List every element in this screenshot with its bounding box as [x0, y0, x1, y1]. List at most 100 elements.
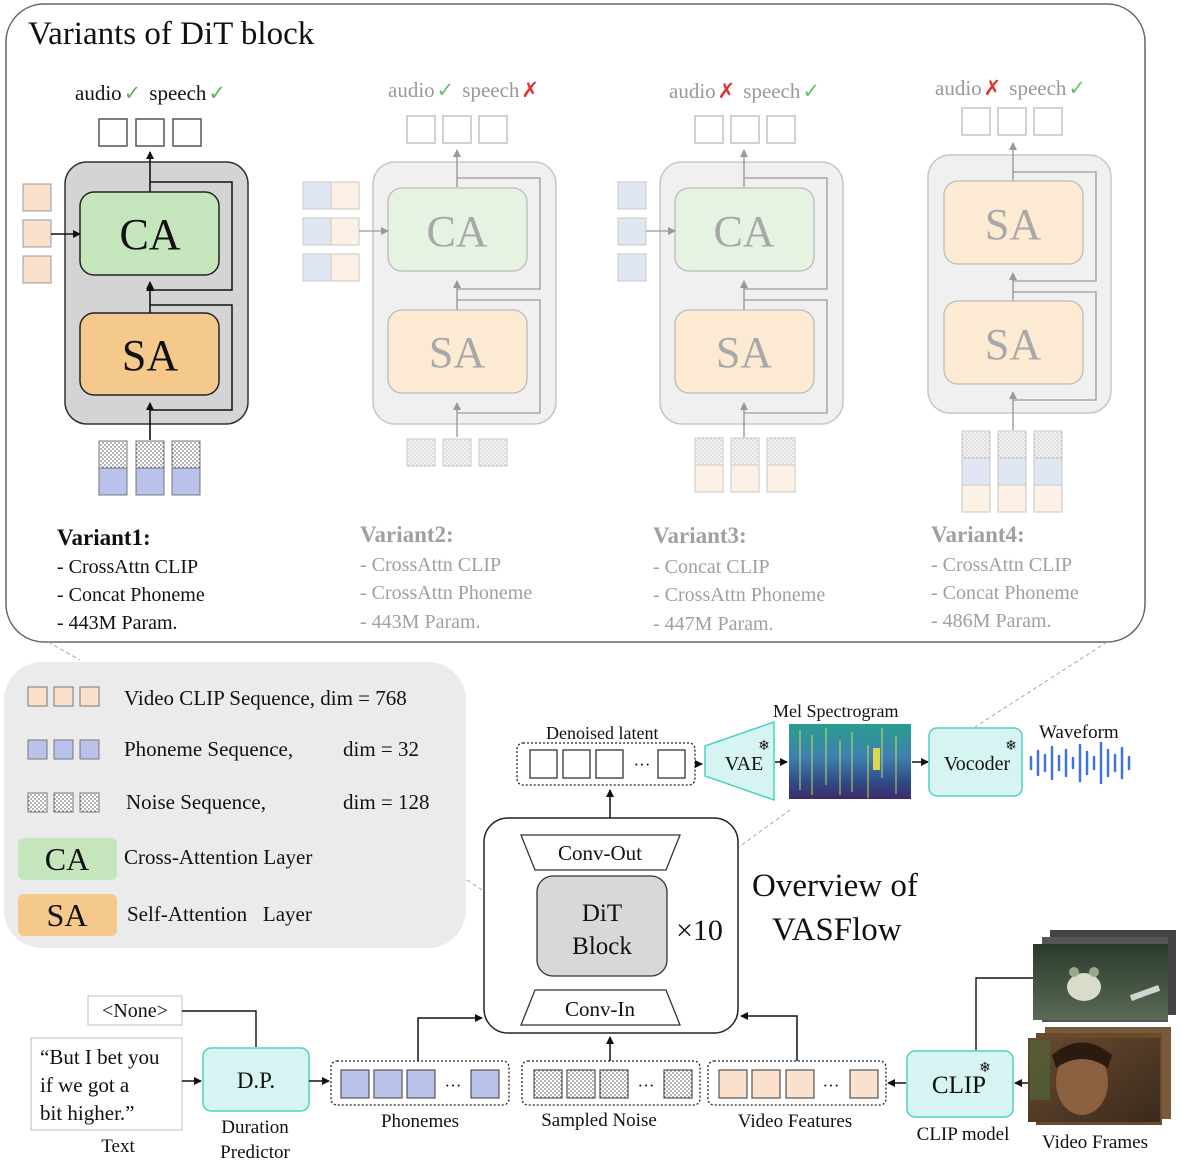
svg-text:D.P.: D.P. — [237, 1068, 275, 1093]
clip-encoder: CLIP ❄ — [906, 1050, 1014, 1118]
none-token — [87, 995, 183, 1026]
dit-repeat-label: ×10 — [676, 914, 723, 947]
clip-frozen-icon: ❄ — [979, 1061, 991, 1076]
legend-sa-tag — [18, 894, 117, 936]
conv-in — [520, 989, 681, 1026]
variant-1: audio✓speech✓ CA SA Variant1: - CrossAtt… — [22, 81, 249, 634]
video-features-label: Video Features — [738, 1111, 852, 1132]
legend-ca-label: Cross-Attention Layer — [124, 845, 312, 869]
variant-4-output-labels: audio✗speech✓ — [935, 76, 1086, 100]
variant-1-output-labels: audio✓speech✓ — [75, 81, 226, 105]
clip-caption: CLIP model — [917, 1124, 1010, 1145]
variant-2: audio✓speech✗ CA SA Variant2: - CrossAtt… — [302, 78, 557, 633]
svg-text:- CrossAttn CLIP: - CrossAttn CLIP — [57, 556, 198, 578]
svg-text:···: ··· — [638, 1076, 655, 1095]
dp-caption-2: Predictor — [220, 1142, 290, 1161]
svg-text:SA: SA — [429, 328, 485, 377]
phoneme-tokens: ··· — [330, 1060, 510, 1106]
vae-decoder: VAE ❄ — [704, 720, 775, 802]
svg-text:CA: CA — [45, 841, 89, 877]
svg-text:CA: CA — [119, 210, 180, 259]
video-frames-image — [1028, 930, 1176, 1125]
mel-spectrogram-image — [789, 724, 911, 799]
variant-3: audio✗speech✓ CA SA Variant3: - Concat C… — [617, 79, 844, 635]
legend-noise-label: Noise Sequence, — [126, 790, 266, 814]
svg-text:Conv-In: Conv-In — [565, 997, 635, 1021]
overview-title-1: Overview of — [752, 868, 918, 904]
svg-text:DiT: DiT — [582, 900, 622, 927]
variant-2-name: Variant2: — [360, 522, 454, 547]
variants-title: Variants of DiT block — [28, 16, 315, 52]
dit-block — [536, 875, 668, 977]
svg-text:- CrossAttn CLIP: - CrossAttn CLIP — [360, 554, 501, 576]
legend-panel: Video CLIP Sequence, dim = 768 Phoneme S… — [4, 662, 466, 948]
svg-text:- CrossAttn Phoneme: - CrossAttn Phoneme — [653, 584, 825, 606]
variant-1-output-tokens — [98, 118, 202, 147]
svg-text:- 443M Param.: - 443M Param. — [57, 612, 178, 634]
variant-2-output-labels: audio✓speech✗ — [388, 78, 539, 102]
legend-phoneme-dim: dim = 32 — [343, 737, 419, 761]
svg-text:CLIP: CLIP — [932, 1072, 986, 1099]
svg-text:“But I bet you: “But I bet you — [40, 1045, 160, 1069]
legend-sa-label: Self-Attention Layer — [127, 902, 312, 926]
overview-title-2: VASFlow — [772, 912, 902, 948]
variants-panel: Variants of DiT block — [5, 3, 1146, 643]
variant-3-output-labels: audio✗speech✓ — [669, 79, 820, 103]
text-caption: Text — [101, 1136, 135, 1157]
svg-text:bit higher.”: bit higher.” — [40, 1101, 134, 1125]
variant-2-sa-block — [387, 309, 528, 394]
legend-noise-dim: dim = 128 — [343, 790, 430, 814]
phonemes-label: Phonemes — [381, 1111, 459, 1132]
svg-text:- 443M Param.: - 443M Param. — [360, 611, 481, 633]
svg-text:- Concat CLIP: - Concat CLIP — [653, 556, 770, 578]
svg-text:SA: SA — [716, 328, 772, 377]
legend-noise-swatch — [27, 792, 100, 813]
legend-clip-swatch — [27, 686, 100, 707]
svg-text:SA: SA — [122, 331, 178, 380]
legend-phoneme-swatch — [27, 739, 100, 760]
svg-text:CA: CA — [426, 207, 487, 256]
svg-text:VAE: VAE — [725, 753, 764, 775]
waveform-label: Waveform — [1039, 722, 1119, 743]
svg-text:- Concat Phoneme: - Concat Phoneme — [57, 584, 205, 606]
variant-1-clip-tokens — [22, 183, 52, 284]
variant-1-sa-block — [79, 312, 220, 396]
svg-text:···: ··· — [823, 1076, 840, 1095]
svg-text:- CrossAttn Phoneme: - CrossAttn Phoneme — [360, 582, 532, 604]
svg-text:<None>: <None> — [102, 1000, 168, 1022]
variant-4-sa-top-block — [943, 180, 1084, 265]
video-frames-label: Video Frames — [1042, 1132, 1148, 1153]
sampled-noise-label: Sampled Noise — [541, 1110, 657, 1131]
svg-text:SA: SA — [985, 200, 1041, 249]
mel-label: Mel Spectrogram — [773, 701, 898, 721]
svg-text:Vocoder: Vocoder — [944, 753, 1011, 775]
svg-text:Conv-Out: Conv-Out — [558, 841, 642, 865]
denoised-latent-label: Denoised latent — [546, 723, 658, 743]
svg-text:···: ··· — [634, 755, 651, 774]
duration-predictor: D.P. — [202, 1047, 310, 1112]
svg-text:if we got a: if we got a — [40, 1073, 130, 1097]
svg-text:SA: SA — [985, 320, 1041, 369]
variant-1-input-tokens — [98, 440, 201, 496]
vocoder: Vocoder ❄ — [928, 727, 1023, 797]
svg-text:Block: Block — [572, 933, 632, 960]
zoom-guides — [47, 641, 1108, 926]
variant-4-name: Variant4: — [931, 522, 1025, 547]
conv-out — [520, 834, 681, 871]
variant-4: audio✗speech✓ SA SA Variant4: - CrossAtt… — [927, 76, 1112, 632]
denoised-latent-tokens: ··· — [516, 742, 696, 786]
legend-phoneme-label: Phoneme Sequence, — [124, 737, 293, 761]
svg-text:SA: SA — [47, 897, 88, 933]
svg-text:- 486M Param.: - 486M Param. — [931, 610, 1052, 632]
waveform-icon — [1029, 741, 1131, 785]
dit-stack: Conv-Out DiT Block Conv-In — [483, 817, 739, 1034]
variant-1-name: Variant1: — [57, 525, 151, 550]
legend-clip-label: Video CLIP Sequence, dim = 768 — [124, 686, 407, 710]
variant-3-sa-block — [674, 309, 815, 394]
svg-text:- CrossAttn CLIP: - CrossAttn CLIP — [931, 554, 1072, 576]
legend-ca-tag — [18, 838, 117, 880]
svg-text:- Concat Phoneme: - Concat Phoneme — [931, 582, 1079, 604]
svg-text:- 447M Param.: - 447M Param. — [653, 613, 774, 635]
svg-text:···: ··· — [445, 1076, 462, 1095]
